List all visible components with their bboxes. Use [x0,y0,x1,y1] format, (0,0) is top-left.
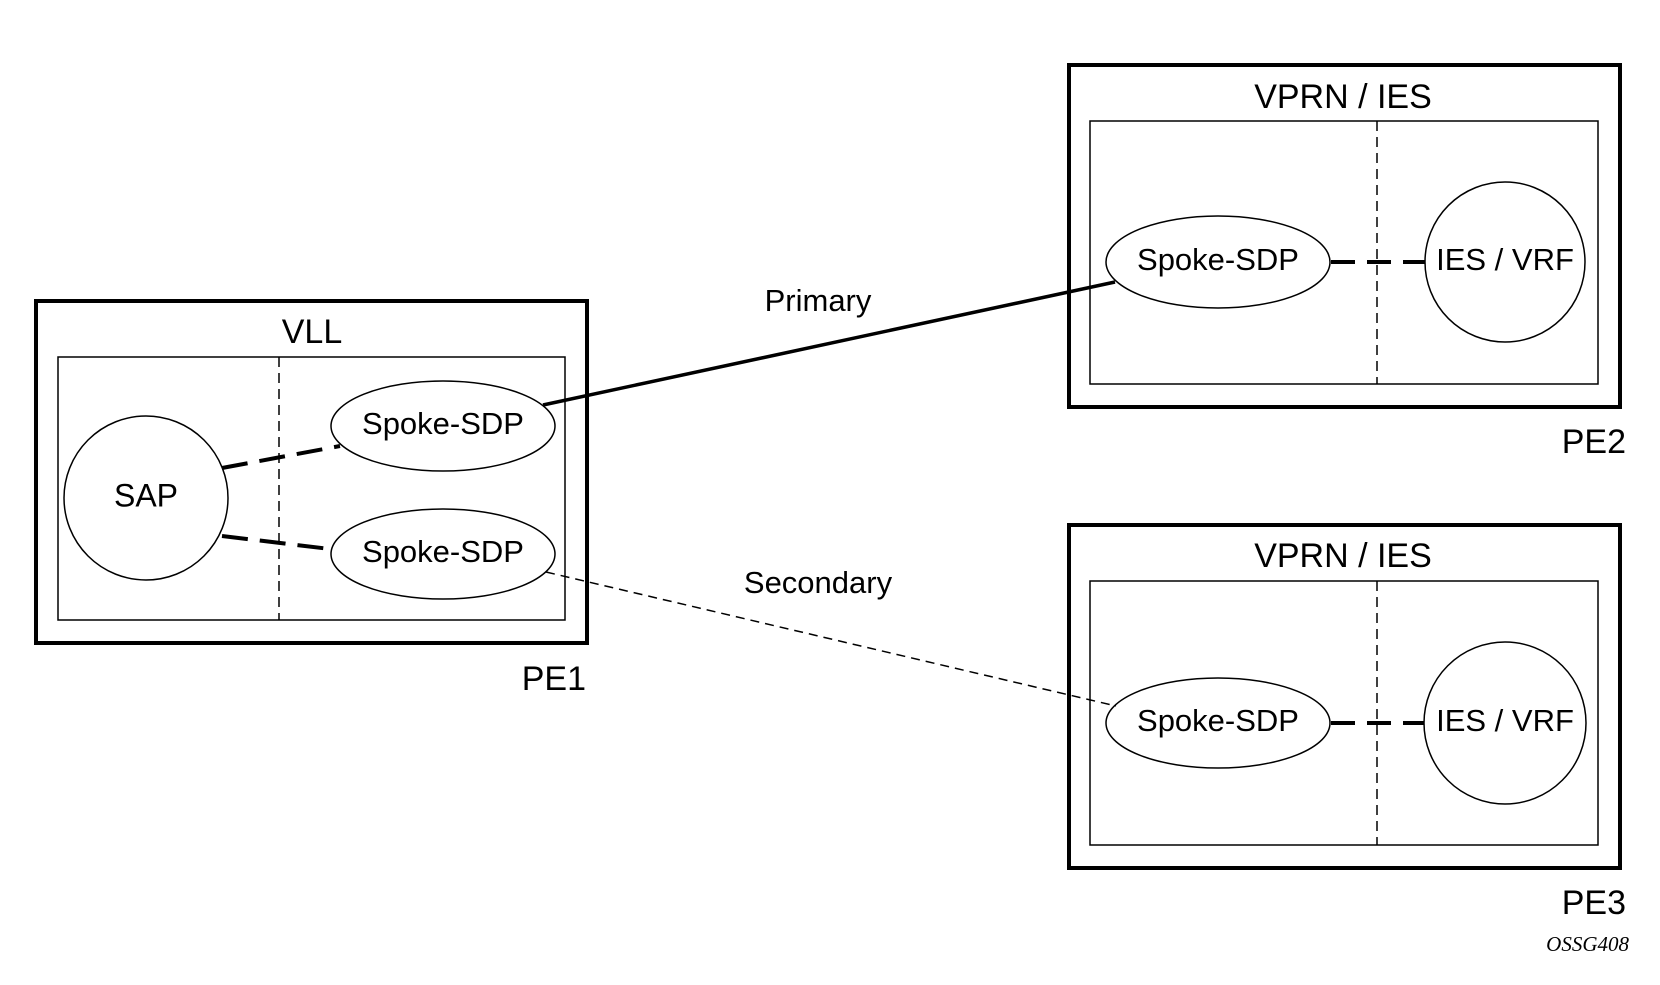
pe3-title: VPRN / IES [1254,537,1432,575]
pe2-title: VPRN / IES [1254,78,1432,116]
pe2-label: PE2 [1562,423,1626,461]
pe2-spoke-label: Spoke-SDP [1137,242,1299,277]
pe1-outer-box [34,299,589,645]
pe3-ies-vrf-circle [1423,641,1587,805]
pe3-node: VPRN / IES PE3 Spoke-SDP IES / VRF [1067,523,1626,922]
pe1-secondary-spoke-ellipse [330,508,556,600]
pe2-spoke-ellipse [1105,215,1331,309]
pe1-secondary-spoke-label: Spoke-SDP [362,534,524,569]
pe2-inner-box [1089,120,1599,385]
primary-link-label: Primary [765,283,872,318]
figure-id: OSSG408 [1546,932,1629,956]
pe3-outer-box [1067,523,1622,870]
pe2-ies-vrf-circle [1424,181,1586,343]
pe3-spoke-ellipse [1105,677,1331,769]
pe1-primary-spoke-label: Spoke-SDP [362,406,524,441]
pe2-ies-vrf: IES / VRF [1424,181,1586,343]
pe3-ies-vrf-label: IES / VRF [1436,703,1574,738]
sap-to-secondary-spoke-link [221,534,331,551]
pe3-inner-box [1089,580,1599,846]
pe1-inner-box [57,356,566,621]
secondary-link [545,571,1117,707]
pe1-title: VLL [282,313,343,351]
pe3-ies-vrf: IES / VRF [1423,641,1587,805]
pe1-primary-spoke-ellipse [330,380,556,472]
pe1-label: PE1 [522,660,586,698]
pe1-primary-spoke-sdp: Spoke-SDP [330,380,556,472]
sap-node: SAP [63,415,229,581]
sap-circle [63,415,229,581]
pe2-spoke-sdp: Spoke-SDP [1105,215,1331,309]
pe2-node: VPRN / IES PE2 Spoke-SDP IES / VRF [1067,63,1626,461]
pe3-spoke-sdp: Spoke-SDP [1105,677,1331,769]
pe1-node: VLL PE1 SAP Spoke-SDP Spoke-SDP [34,299,589,698]
secondary-link-label: Secondary [744,565,893,600]
primary-link [542,280,1116,407]
sap-label: SAP [114,477,178,513]
pe1-secondary-spoke-sdp: Spoke-SDP [330,508,556,600]
pe3-spoke-label: Spoke-SDP [1137,703,1299,738]
sap-to-primary-spoke-link [221,444,341,470]
pe2-outer-box [1067,63,1622,409]
pe3-label: PE3 [1562,884,1626,922]
pe2-ies-vrf-label: IES / VRF [1436,242,1574,277]
